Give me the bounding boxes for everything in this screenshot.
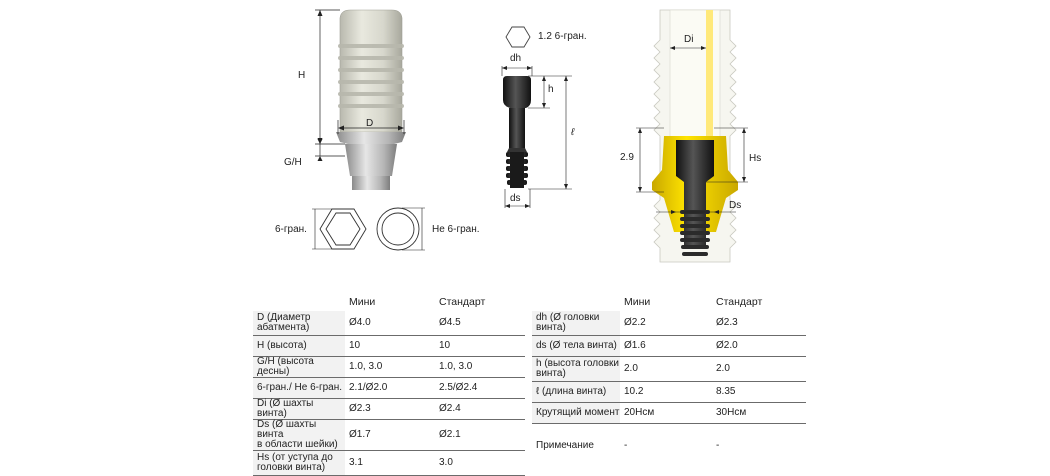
table-row: H (высота) 10 10 (253, 335, 525, 357)
standard-cell: Ø2.1 (435, 419, 525, 451)
dim-ds-label: ds (510, 193, 521, 204)
param-cell: dh (Ø головки винта) (532, 311, 620, 336)
table-header (253, 293, 345, 311)
param-cell: 6-гран./ Не 6-гран. (253, 377, 345, 399)
param-cell: Di (Ø шахты винта) (253, 398, 345, 420)
table-row: 6-гран./ Не 6-гран. 2.1/Ø2.0 2.5/Ø2.4 (253, 377, 525, 399)
standard-cell: 3.0 (435, 450, 525, 476)
hex-key-icon (505, 26, 531, 48)
nonhex-label: Не 6-гран. (432, 224, 480, 235)
param-cell: Примечание (532, 423, 620, 468)
mini-cell: - (624, 440, 628, 451)
param-cell: ℓ (длина винта) (532, 381, 620, 403)
hex-size-label: 1.2 6-гран. (538, 31, 587, 42)
cross-section-illustration (652, 9, 738, 263)
param-cell: h (высота головки винта) (532, 356, 620, 382)
standard-cell: - (716, 440, 720, 451)
table-row: Di (Ø шахты винта) Ø2.3 Ø2.4 (253, 398, 525, 420)
standard-cell: 30Нсм (712, 402, 806, 424)
spec-table-left: Мини Стандарт D (Диаметр абатмента) Ø4.0… (253, 293, 525, 476)
screw-illustration (503, 76, 531, 188)
table-row: ℓ (длина винта) 10.2 8.35 (532, 381, 806, 403)
standard-cell: 2.0 (712, 356, 806, 382)
dim-H-label: H (298, 70, 306, 81)
hex-label: 6-гран. (275, 224, 307, 235)
table-row: G/H (высота десны) 1.0, 3.0 1.0, 3.0 (253, 356, 525, 378)
dim-dh-label: dh (510, 53, 522, 64)
standard-cell: Ø2.4 (435, 398, 525, 420)
table-header-mini: Мини (624, 296, 651, 308)
mini-cell: 2.0 (620, 356, 712, 382)
table-header-standard: Стандарт (439, 296, 486, 308)
dim-Di-label: Di (684, 34, 694, 45)
param-cell: D (Диаметр абатмента) (253, 311, 345, 336)
table-header-mini: Мини (349, 296, 376, 308)
abutment-cap (338, 9, 404, 133)
param-cell: G/H (высота десны) (253, 356, 345, 378)
param-cell: Крутящий момент (532, 402, 620, 424)
mini-cell: Ø2.3 (345, 398, 435, 420)
hex-section-icon (319, 208, 367, 250)
table-header-standard: Стандарт (716, 296, 763, 308)
param-cell: Ds (Ø шахты винта в области шейки) (253, 419, 345, 451)
mini-cell: Ø2.2 (620, 311, 712, 336)
param-cell: ds (Ø тела винта) (532, 335, 620, 357)
standard-cell: 10 (435, 335, 525, 357)
table-row: Hs (от уступа до головки винта) 3.1 3.0 (253, 450, 525, 476)
dim-Hs-label: Hs (749, 153, 762, 164)
table-row: dh (Ø головки винта) Ø2.2 Ø2.3 (532, 311, 806, 336)
mini-cell: 10 (345, 335, 435, 357)
mini-cell: 1.0, 3.0 (345, 356, 435, 378)
dim-Ds-label: Ds (729, 200, 742, 211)
dim-D-label: D (366, 118, 374, 129)
dim-GH-label: G/H (284, 157, 302, 168)
standard-cell: 8.35 (712, 381, 806, 403)
standard-cell: 2.5/Ø2.4 (435, 377, 525, 399)
dim-2-9-label: 2.9 (620, 152, 634, 163)
mini-cell: 10.2 (620, 381, 712, 403)
mini-cell: Ø1.6 (620, 335, 712, 357)
dim-l-label: ℓ (571, 127, 575, 138)
table-header (532, 293, 620, 311)
standard-cell: Ø4.5 (435, 311, 525, 336)
table-row: D (Диаметр абатмента) Ø4.0 Ø4.5 (253, 311, 525, 336)
spec-table-right: Мини Стандарт dh (Ø головки винта) Ø2.2 … (532, 293, 806, 468)
param-cell: Hs (от уступа до головки винта) (253, 450, 345, 476)
table-row: h (высота головки винта) 2.0 2.0 (532, 356, 806, 382)
mini-cell: 2.1/Ø2.0 (345, 377, 435, 399)
mini-cell: Ø1.7 (345, 419, 435, 451)
round-section-icon (376, 207, 420, 251)
table-row: Ds (Ø шахты винта в области шейки) Ø1.7 … (253, 419, 525, 451)
table-row: ds (Ø тела винта) Ø1.6 Ø2.0 (532, 335, 806, 357)
mini-cell: Ø4.0 (345, 311, 435, 336)
mini-cell: 3.1 (345, 450, 435, 476)
dim-h-label: h (548, 84, 554, 95)
standard-cell: Ø2.3 (712, 311, 806, 336)
table-row: Крутящий момент 20Нсм 30Нсм (532, 402, 806, 424)
table-row: Примечание - - (532, 423, 806, 468)
param-cell: H (высота) (253, 335, 345, 357)
standard-cell: Ø2.0 (712, 335, 806, 357)
standard-cell: 1.0, 3.0 (435, 356, 525, 378)
abutment-collar (336, 132, 406, 190)
mini-cell: 20Нсм (620, 402, 712, 424)
